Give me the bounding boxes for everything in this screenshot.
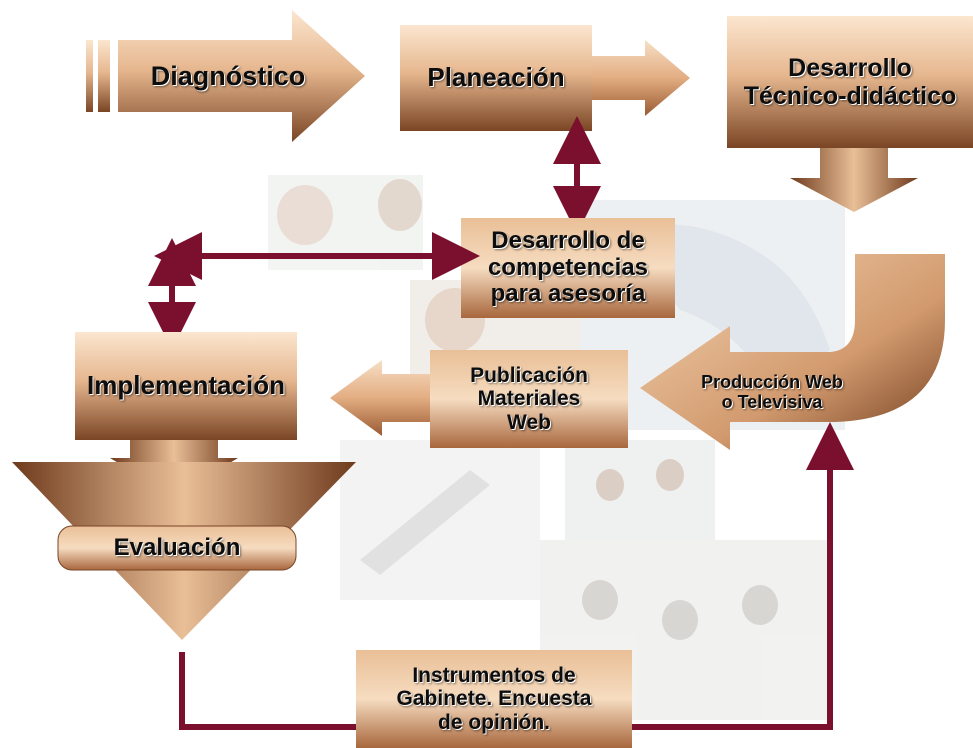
publicacion-box	[330, 350, 628, 448]
planeacion-box	[400, 25, 690, 131]
diagnostico-arrow	[86, 10, 365, 142]
evaluacion-funnel	[12, 462, 356, 640]
desarrollo-tecnico-box	[727, 16, 973, 212]
feedback-loop-up	[632, 422, 854, 730]
diagnostico-label: Diagnóstico	[150, 60, 306, 91]
desarrollo-tecnico-label: Desarrollo Técnico-didáctico	[743, 54, 957, 110]
produccion-curved-arrow	[640, 254, 945, 450]
implementacion-box	[75, 332, 297, 496]
publicacion-label: Publicación Materiales Web	[470, 363, 588, 434]
competencias-label: Desarrollo de competencias para asesoría	[487, 226, 649, 308]
instrumentos-box	[356, 650, 632, 748]
implementacion-label: Implementación	[87, 370, 285, 401]
instrumentos-label: Instrumentos de Gabinete. Encuesta de op…	[396, 663, 592, 734]
feedback-loop-line	[179, 652, 356, 730]
evaluacion-label: Evaluación	[113, 533, 241, 561]
planeacion-label: Planeación	[427, 62, 565, 93]
produccion-label: Producción Web o Televisiva	[701, 371, 843, 412]
competencias-box	[461, 218, 675, 318]
